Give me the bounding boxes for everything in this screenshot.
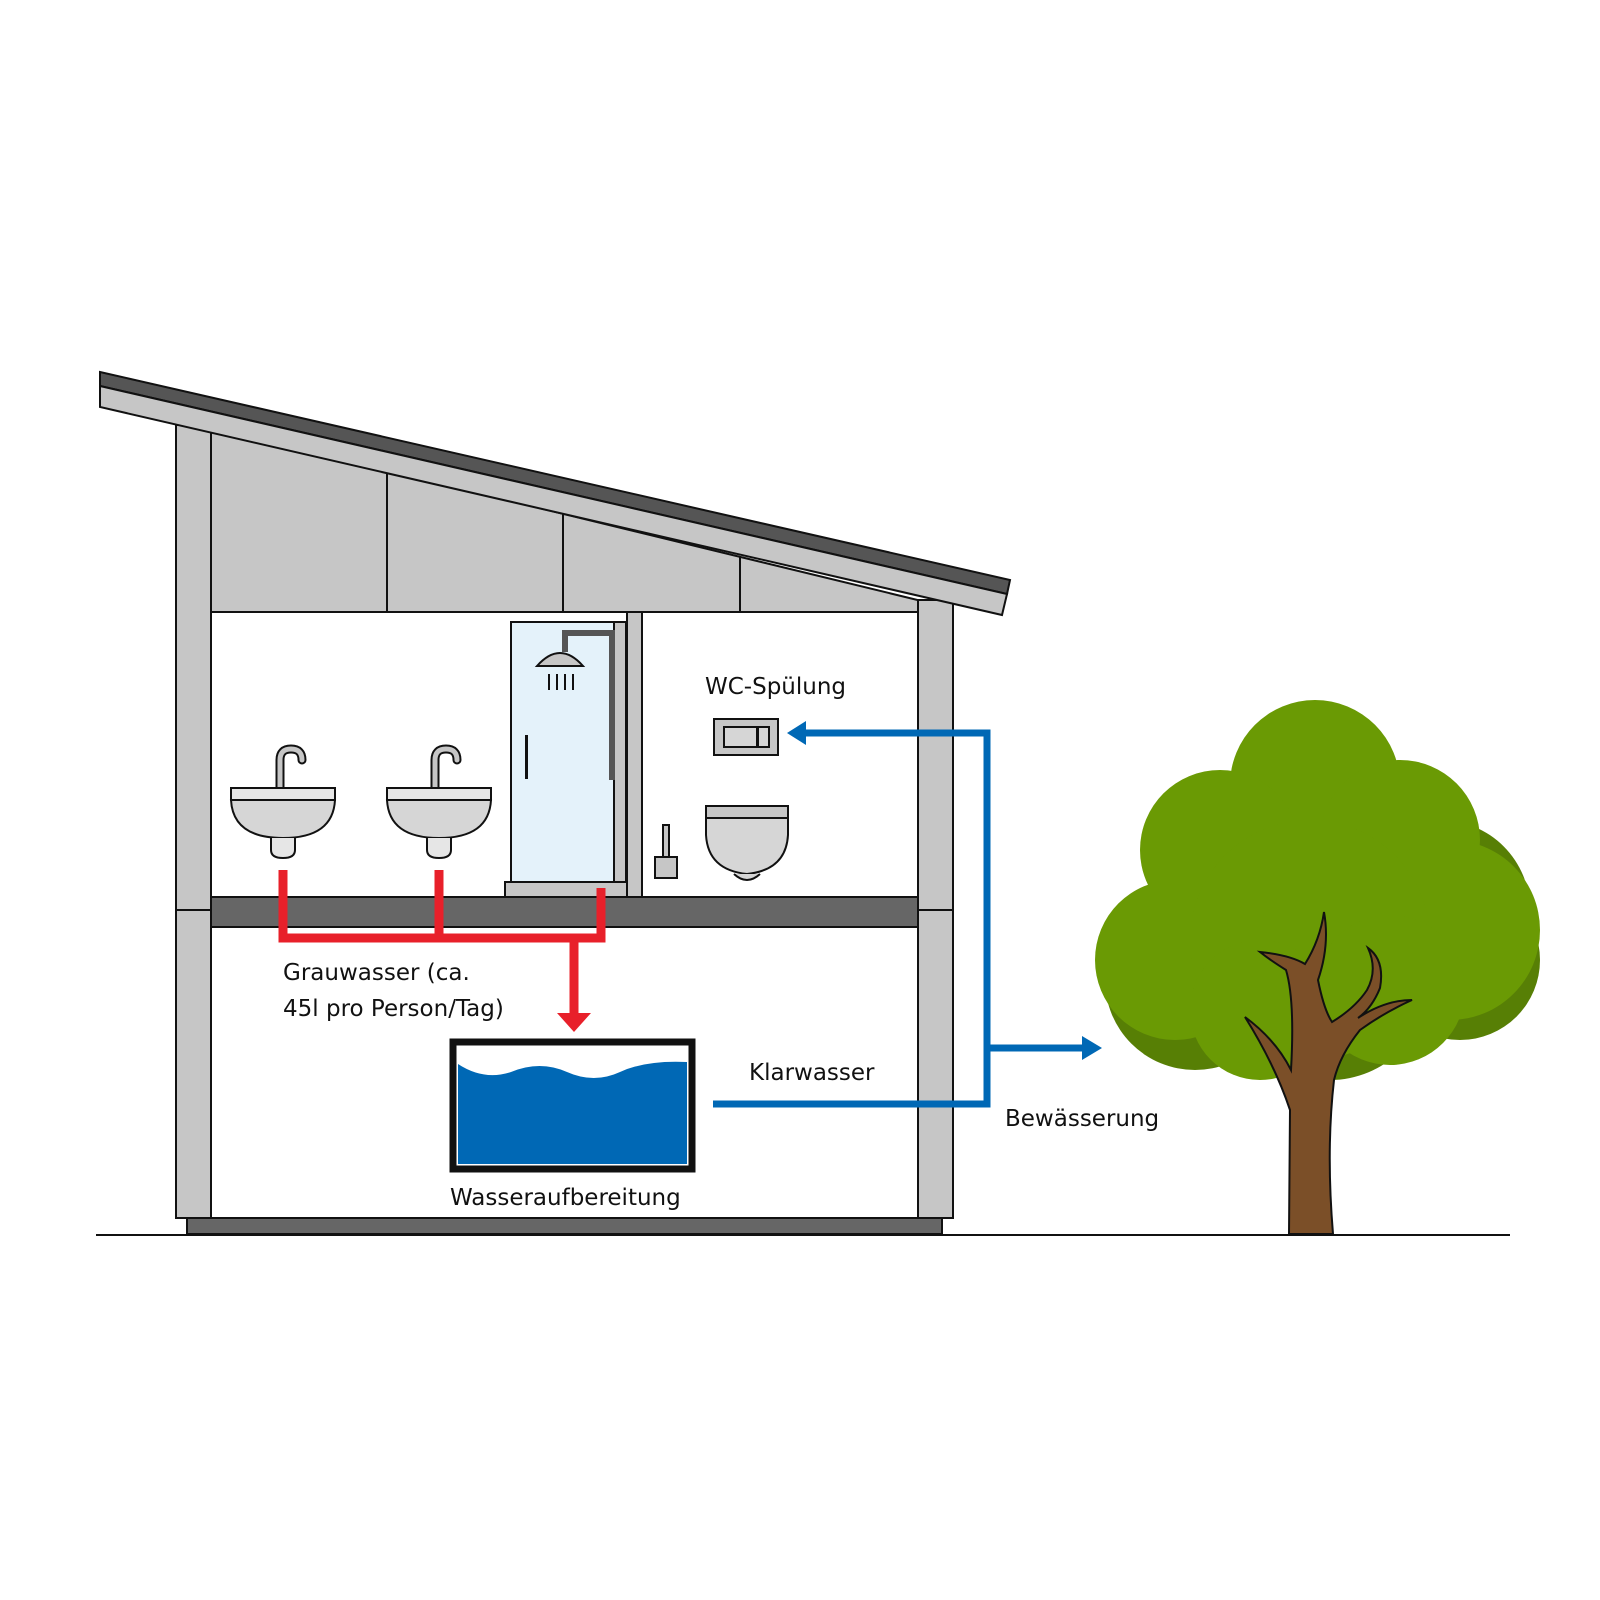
flush-button-icon bbox=[757, 726, 770, 748]
toilet-seat bbox=[705, 805, 789, 819]
shower-pipe bbox=[562, 630, 615, 780]
greywater-label-line2: 45l pro Person/Tag) bbox=[283, 996, 504, 1022]
flush-button-icon bbox=[723, 726, 758, 748]
irrigation-label: Bewässerung bbox=[1005, 1106, 1160, 1132]
greywater-label-line1: Grauwasser (ca. bbox=[283, 960, 470, 986]
sink-left bbox=[229, 744, 337, 860]
shower-tray bbox=[504, 881, 628, 898]
shower-water-drops bbox=[548, 674, 574, 690]
foundation bbox=[186, 1217, 943, 1235]
tank-water-icon bbox=[458, 1061, 687, 1164]
clear-water-label: Klarwasser bbox=[749, 1060, 875, 1086]
roof-board bbox=[99, 384, 1009, 617]
flush-arrow-head bbox=[787, 721, 806, 745]
greywater-label: Grauwasser (ca. 45l pro Person/Tag) bbox=[283, 955, 504, 1027]
floor-slab bbox=[210, 896, 919, 928]
faucet-icon bbox=[432, 746, 460, 793]
treatment-tank bbox=[449, 1038, 696, 1173]
toilet-outlet bbox=[733, 873, 761, 881]
tree-trunk bbox=[1244, 911, 1413, 1235]
right-wall-upper bbox=[917, 599, 954, 911]
shower-frame bbox=[613, 621, 627, 885]
sink-rim bbox=[386, 787, 492, 801]
tree-icon bbox=[1095, 700, 1540, 1235]
house bbox=[99, 370, 1012, 1235]
sink-siphon bbox=[426, 838, 452, 860]
toilet-brush-handle bbox=[662, 824, 670, 858]
left-wall-upper bbox=[175, 424, 212, 911]
toilet-flush-label: WC-Spülung bbox=[705, 674, 847, 700]
shower-door-handle bbox=[525, 735, 528, 779]
sink-rim bbox=[230, 787, 336, 801]
toilet-bowl-icon bbox=[705, 817, 789, 876]
sink-right bbox=[385, 744, 493, 860]
sink-basin bbox=[229, 799, 337, 840]
left-wall-lower bbox=[175, 909, 212, 1219]
partition-wall bbox=[626, 611, 643, 898]
toilet bbox=[654, 718, 789, 881]
sink-siphon bbox=[270, 838, 296, 860]
irrigation-arrow-head bbox=[1082, 1036, 1102, 1060]
sink-basin bbox=[385, 799, 493, 840]
greywater-arrow-head bbox=[557, 1013, 591, 1032]
shower-head-icon bbox=[534, 652, 586, 667]
clearwater-pipe bbox=[713, 729, 991, 1108]
toilet-brush-icon bbox=[654, 856, 678, 879]
water-treatment-label: Wasseraufbereitung bbox=[450, 1185, 681, 1211]
shower bbox=[504, 611, 643, 898]
right-wall-lower bbox=[917, 909, 954, 1219]
greywater-pipes bbox=[278, 870, 606, 1013]
clearwater-pipes bbox=[713, 729, 1083, 1108]
